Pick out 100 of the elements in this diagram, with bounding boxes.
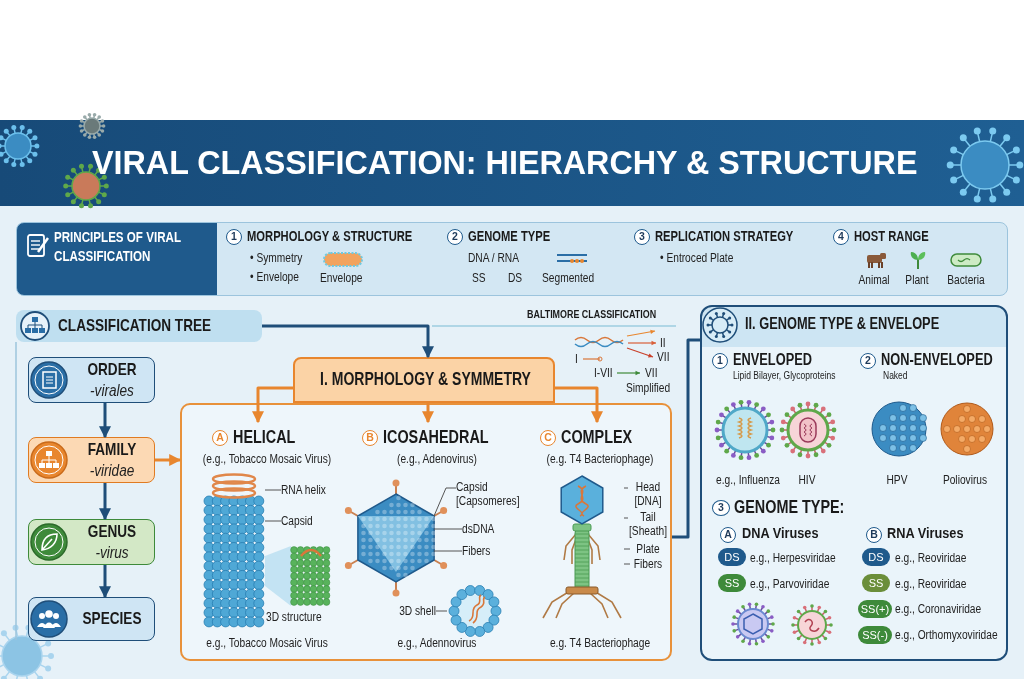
section-heading: NON-ENVELOPED <box>881 350 994 370</box>
arrow <box>422 403 434 424</box>
suffix-text: -virales <box>88 380 135 400</box>
section-heading: GENOME TYPE: <box>734 497 846 519</box>
body-text: e.g., Reoviridae <box>895 577 968 592</box>
scheme-label: VII <box>657 350 671 365</box>
number-badge: 2 <box>860 353 876 369</box>
leader-label: Capsid [Capsomeres] <box>456 480 526 509</box>
suffix-text: -virus <box>93 542 130 562</box>
rank-name: SPECIES <box>81 608 142 629</box>
arrow <box>262 324 434 359</box>
section-heading: ICOSAHEDRAL <box>383 427 490 449</box>
section-heading: I. MORPHOLOGY & SYMMETRY <box>319 369 532 390</box>
section-heading: DNA Viruses <box>742 524 820 542</box>
body-text: Animal <box>857 273 891 288</box>
connector-line <box>672 338 700 539</box>
rank-name: GENUS <box>86 521 137 542</box>
number-badge: 2 <box>447 229 463 245</box>
number-badge: B <box>866 527 882 543</box>
title: VIRAL CLASSIFICATION: HIERARCHY & STRUCTURE <box>92 142 918 183</box>
subtitle-text: Naked <box>883 370 909 382</box>
body-text: (e.g., Adenovirus) <box>396 452 478 467</box>
rank-box <box>28 357 155 403</box>
scheme-label: I-VII <box>594 366 614 381</box>
strand-type-badge: SS(-) <box>858 626 892 644</box>
leader-label: Plate <box>630 542 666 557</box>
arrow <box>99 483 111 521</box>
leader-line <box>623 487 629 489</box>
body-text: e.g., Parvoviridae <box>750 577 831 592</box>
body-text: HPV <box>885 473 909 488</box>
strand-type-badge: DS <box>862 548 890 566</box>
subtitle-text: Lipid Bilayer, Glycoproteins <box>733 370 837 382</box>
body-text: e.g., Coronaviridae <box>895 602 983 617</box>
number-badge: B <box>362 430 378 446</box>
section-heading: RNA Viruses <box>887 524 965 542</box>
number-badge: 1 <box>226 229 242 245</box>
rank-box <box>28 519 155 565</box>
leader-label: Tail [Sheath] <box>628 510 668 539</box>
strand-type-badge: DS <box>718 548 746 566</box>
title-tab <box>16 310 262 342</box>
arrow <box>99 403 111 439</box>
leader-line <box>623 563 631 565</box>
node-label: e.g., Tobacco Mosaic Virus <box>205 636 329 651</box>
section-heading: COMPLEX <box>561 427 634 449</box>
section-heading: CLASSIFICATION TREE <box>58 316 213 337</box>
body-text: Segmented <box>542 271 596 286</box>
section-header <box>293 357 555 403</box>
leader-line <box>433 528 463 530</box>
body-text: • Entroced Plate <box>660 251 735 266</box>
node-label: 3D structure <box>266 610 323 625</box>
body-text: DNA / RNA <box>468 251 520 266</box>
section-heading: REPLICATION STRATEGY <box>655 228 795 245</box>
body-text: e.g., Influenza <box>714 473 782 488</box>
section-heading: HOST RANGE <box>854 228 930 245</box>
body-text: e.g., Herpesviridae <box>750 551 837 566</box>
leader-line <box>433 487 457 517</box>
leader-line <box>435 610 448 612</box>
rank-box <box>28 437 155 483</box>
strand-type-badge: SS <box>862 574 890 592</box>
body-text: (e.g., Tobacco Mosaic Virus) <box>201 452 333 467</box>
number-badge: 3 <box>712 500 730 516</box>
number-badge: C <box>540 430 556 446</box>
section-heading: ENVELOPED <box>733 350 813 370</box>
body-text: Poliovirus <box>941 473 989 488</box>
section-heading: II. GENOME TYPE & ENVELOPE <box>745 314 941 334</box>
genome-panel <box>700 305 1008 661</box>
number-badge: 3 <box>634 229 650 245</box>
leader-label: Capsid <box>281 514 331 529</box>
body-text: DS <box>508 271 524 286</box>
arrow <box>155 454 182 466</box>
leader-line <box>264 520 282 522</box>
scheme-label: I <box>575 352 579 367</box>
body-text: Plant <box>904 273 930 288</box>
number-badge: 1 <box>712 353 728 369</box>
scheme-label: Simplified <box>626 381 672 396</box>
body-text: Bacteria <box>946 273 986 288</box>
number-badge: 4 <box>833 229 849 245</box>
scheme-label: II <box>660 336 667 351</box>
leader-label: RNA helix <box>281 483 341 498</box>
heading-text: BALTIMORE CLASSIFICATION <box>527 308 658 321</box>
leader-line <box>623 517 629 519</box>
arrow <box>555 386 603 424</box>
leader-label: Head [DNA] <box>628 480 668 509</box>
arrow <box>99 565 111 599</box>
body-text: HIV <box>797 473 817 488</box>
rank-name: FAMILY <box>86 439 137 460</box>
leader-line <box>433 550 463 552</box>
body-text: (e.g. T4 Bacteriophage) <box>545 452 655 467</box>
node-label: e.g., Adennovirus <box>396 636 478 651</box>
body-text: Envelope <box>320 271 364 286</box>
section-heading: HELICAL <box>233 427 297 449</box>
principles-panel <box>16 222 1008 296</box>
body-text: • Envelope <box>250 270 300 285</box>
scheme-label: VII <box>645 366 659 381</box>
section-heading: GENOME TYPE <box>468 228 552 245</box>
leader-label: Fibers <box>630 557 666 572</box>
node-label: e.g. T4 Bacteriophage <box>548 636 652 651</box>
panel-heading: PRINCIPLES OF VIRAL CLASSIFICATION <box>54 228 182 266</box>
body-text: e.g., Reoviridae <box>895 551 968 566</box>
body-text: e.g., Orthomyxoviridae <box>895 628 999 643</box>
